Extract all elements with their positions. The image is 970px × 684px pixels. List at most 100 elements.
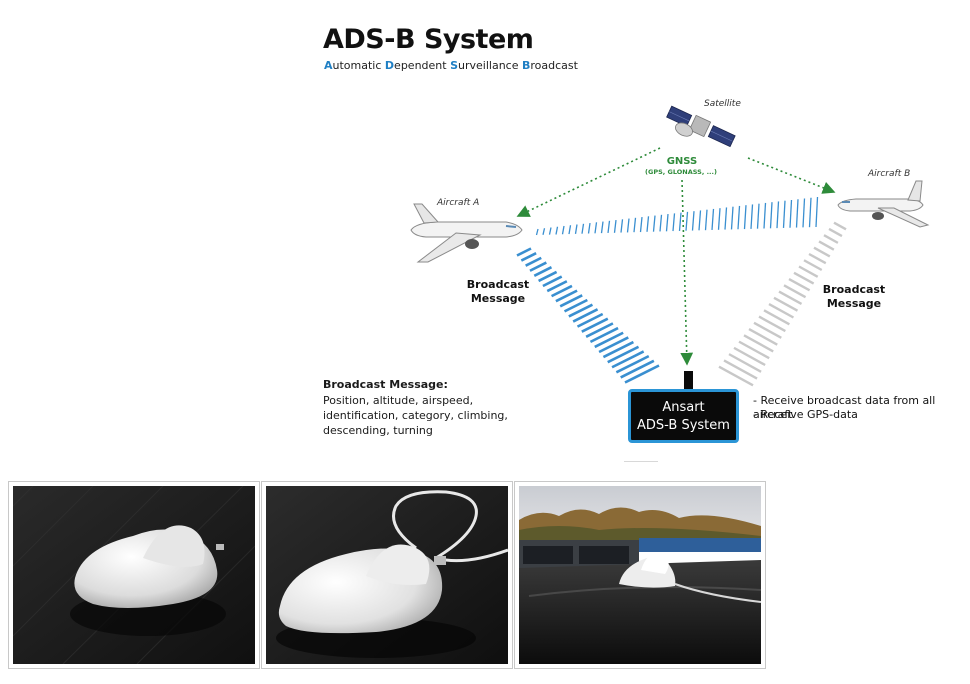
- gnss-arrow-to-aircraft-b: [747, 157, 836, 194]
- wave-bar: [555, 226, 559, 235]
- wave-bar: [798, 265, 819, 278]
- ansart-box-line-1: Ansart: [662, 400, 705, 415]
- wave-bar: [639, 217, 643, 233]
- subtitle-cap-a: A: [324, 59, 333, 72]
- subtitle-rest-b: roadcast: [530, 59, 578, 72]
- wave-bar: [607, 220, 611, 234]
- wave-bar: [723, 359, 758, 380]
- divider: [624, 461, 658, 462]
- wave-bar: [678, 212, 682, 231]
- wave-bar: [607, 345, 640, 364]
- wave-bar: [665, 214, 669, 232]
- wave-bar: [620, 219, 624, 233]
- wave-bar: [563, 298, 588, 313]
- wave-bar: [756, 203, 760, 229]
- wave-bar: [748, 328, 778, 346]
- wave-bar: [691, 211, 695, 231]
- subtitle-rest-d: ependent: [394, 59, 451, 72]
- broadcast-message-label-left: Broadcast Message: [458, 278, 538, 306]
- wave-bar: [778, 290, 803, 305]
- wave-bar: [529, 261, 547, 272]
- wave-bar: [738, 340, 770, 360]
- wave-bar: [815, 196, 819, 228]
- satellite-label: Satellite: [704, 99, 741, 109]
- antenna-photo-with-cable-image: [266, 486, 508, 664]
- wave-bar: [546, 280, 568, 293]
- wave-bar: [704, 209, 708, 231]
- wave-bar: [600, 221, 604, 234]
- subtitle-rest-s: urveillance: [458, 59, 522, 72]
- wave-bar: [763, 309, 790, 326]
- wave-bar: [818, 240, 835, 251]
- ansart-system-box: Ansart ADS-B System: [628, 389, 739, 443]
- ansart-antenna-stem: [684, 371, 693, 391]
- aircraft-b-icon: [837, 180, 930, 228]
- wave-bar: [717, 208, 721, 230]
- wave-bar: [542, 275, 563, 288]
- broadcast-info-line-2: identification, category, climbing,: [323, 409, 508, 422]
- wave-bar: [633, 217, 637, 233]
- wave-bar: [602, 340, 634, 359]
- antenna-photo-dark-table: [8, 481, 260, 669]
- subtitle-cap-s: S: [450, 59, 459, 72]
- wave-bar: [533, 266, 553, 277]
- wave-bar: [788, 277, 811, 292]
- wave-bar: [776, 201, 780, 229]
- wave-bar: [823, 234, 839, 244]
- wave-bar: [574, 224, 578, 234]
- broadcast-message-label-right: Broadcast Message: [814, 283, 894, 311]
- wave-bar: [520, 252, 537, 262]
- wave-bar: [795, 199, 799, 228]
- wave-bar: [750, 204, 754, 229]
- broadcast-right-line-1: Broadcast: [822, 283, 886, 296]
- wave-bar: [572, 308, 599, 323]
- adsb-diagram: [410, 105, 930, 387]
- wave-bar: [743, 334, 774, 353]
- wave-bar: [743, 205, 747, 230]
- wave-bar: [652, 215, 656, 232]
- wave-bar: [568, 303, 594, 318]
- page-title: ADS-B System: [323, 24, 534, 55]
- wave-bar: [733, 346, 766, 367]
- wave-bar: [535, 228, 539, 236]
- wave-bar: [594, 222, 598, 234]
- broadcast-info-line-1: Position, altitude, airspeed,: [323, 394, 474, 407]
- wave-bar: [559, 294, 583, 308]
- satellite-icon: [666, 105, 736, 148]
- wave-bar: [768, 303, 795, 319]
- wave-bar: [525, 256, 542, 267]
- wave-bar: [611, 350, 645, 369]
- gnss-arrow-to-aircraft-a: [516, 147, 661, 217]
- aircraft-b-label: Aircraft B: [868, 169, 911, 179]
- wave-bar: [542, 228, 546, 235]
- broadcast-wave-aircraft-link: [535, 196, 819, 236]
- wave-bar: [585, 322, 614, 338]
- wave-bar: [698, 210, 702, 231]
- wave-bar: [620, 359, 655, 379]
- wave-bar: [598, 336, 629, 354]
- wave-bar: [813, 246, 831, 258]
- wave-bar: [789, 199, 793, 228]
- wave-bar: [581, 317, 609, 333]
- gnss-sublabel: (GPS, GLONASS, ...): [645, 168, 717, 176]
- aircraft-a-icon: [410, 203, 523, 263]
- antenna-photo-on-car-roof: [514, 481, 766, 669]
- page-subtitle: Automatic Dependent Surveillance Broadca…: [324, 59, 578, 72]
- wave-bar: [724, 207, 728, 230]
- wave-bar: [548, 227, 552, 235]
- wave-bar: [646, 216, 650, 232]
- receive-line-1: - Receive broadcast data from all aircra…: [753, 394, 936, 421]
- wave-bar: [718, 365, 754, 387]
- wave-bar: [769, 202, 773, 229]
- wave-bar: [828, 227, 843, 238]
- wave-bar: [561, 225, 565, 235]
- wave-bar: [808, 252, 827, 265]
- wave-bar: [587, 222, 591, 234]
- wave-bar: [659, 214, 663, 232]
- broadcast-info-line-3: descending, turning: [323, 424, 433, 437]
- wave-bar: [737, 205, 741, 230]
- wave-bar: [793, 271, 815, 285]
- wave-bar: [626, 218, 630, 233]
- antenna-photo-dark-table-image: [13, 486, 255, 664]
- wave-bar: [758, 315, 786, 333]
